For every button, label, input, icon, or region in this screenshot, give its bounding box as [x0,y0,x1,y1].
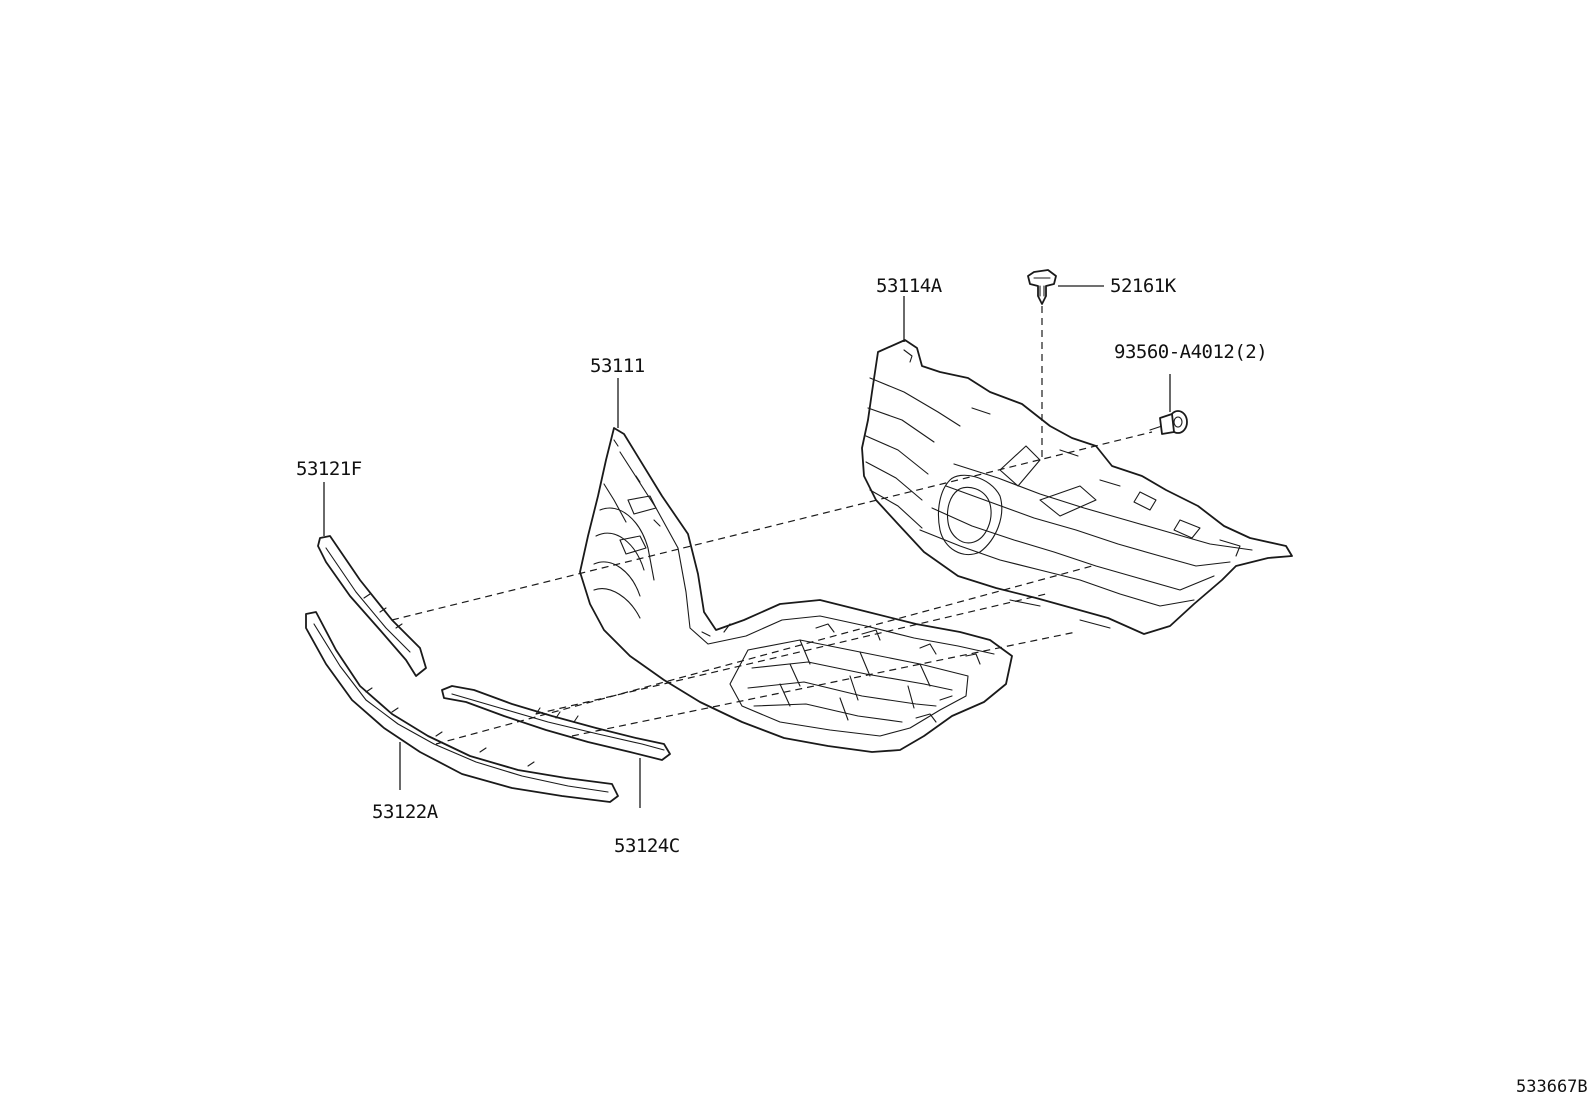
molding-53124C [441,685,671,761]
bolt-93560-A4012 [1149,410,1188,435]
part-label-53121F: 53121F [296,458,362,480]
clip-52161K [1027,269,1057,305]
part-label-53114A: 53114A [876,275,943,297]
part-label-53124C: 53124C [614,835,680,857]
part-label-93560-A4012: 93560-A4012(2) [1114,341,1267,363]
part-label-53111: 53111 [590,355,645,377]
part-label-52161K: 52161K [1110,275,1177,297]
part-label-53122A: 53122A [372,801,439,823]
grille-housing-53114A [861,339,1293,635]
grille-frame-53111 [579,427,1013,753]
molding-53121F [317,535,427,677]
diagram-reference-number: 533667B [1516,1077,1588,1097]
molding-53122A [305,611,619,803]
assembly-lines [391,306,1153,745]
leader-lines [323,285,1171,808]
